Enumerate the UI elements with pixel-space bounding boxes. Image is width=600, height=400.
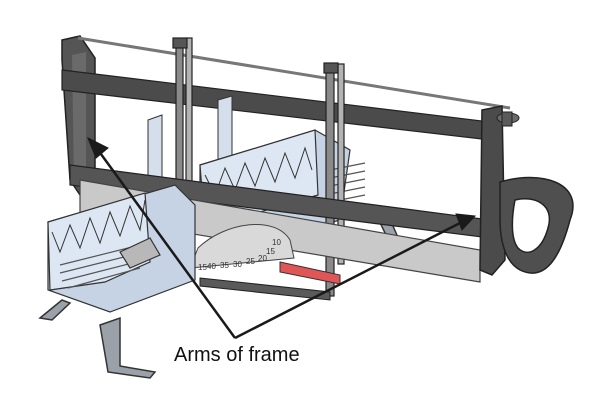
frame-right-arm (479, 105, 574, 276)
protractor-tick: 20 (258, 254, 267, 263)
frame-upper-bar (61, 69, 491, 141)
caption-label: Arms of frame (174, 344, 300, 366)
protractor: 15 40 35 30 25 20 15 10 (189, 224, 295, 272)
wing-nut-icon (496, 111, 520, 127)
arrows (87, 136, 477, 340)
protractor-tick: 30 (233, 260, 242, 269)
tension-rod (77, 36, 511, 110)
base-plate (199, 277, 331, 301)
protractor-tick: 15 (266, 247, 275, 256)
protractor-tick: 40 (207, 262, 216, 271)
protractor-tick: 35 (220, 261, 229, 270)
arrow-to-right-arm (234, 220, 463, 340)
protractor-tick: 10 (272, 238, 281, 247)
front-mitre-box (47, 184, 196, 313)
protractor-tick: 15 (198, 263, 207, 272)
guide-posts (172, 37, 345, 297)
clamp-bracket (119, 237, 161, 269)
protractor-tick: 25 (246, 257, 255, 266)
arrow-to-left-arm (96, 149, 237, 339)
